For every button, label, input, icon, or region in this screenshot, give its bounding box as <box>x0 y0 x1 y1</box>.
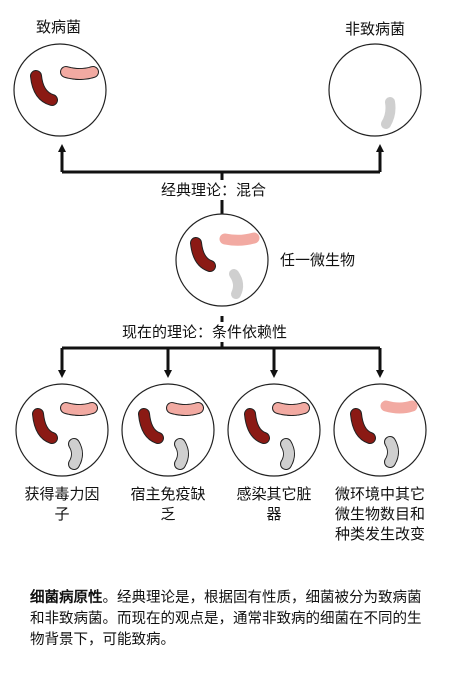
classical-theory-label: 经典理论：混合 <box>157 180 271 200</box>
any-microbe-label: 任一微生物 <box>280 251 356 269</box>
pathogen-label: 致病菌 <box>36 18 82 36</box>
condition-circle-4 <box>333 383 427 477</box>
any-microbe-circle <box>175 213 269 307</box>
factor-label-microenvironment: 微环境中其它微生物数目和种类发生改变 <box>335 485 426 543</box>
commensal-bacterium <box>381 97 396 129</box>
figure-caption: 细菌病原性。经典理论是，根据固有性质，细菌被分为致病菌和非致病菌。而现在的观点是… <box>30 588 430 651</box>
modern-theory-bracket <box>58 316 384 378</box>
modern-theory-label: 现在的理论：条件依赖性 <box>118 322 292 342</box>
factor-label-virulence: 获得毒力因子 <box>24 485 100 523</box>
condition-circle-3 <box>227 383 321 477</box>
latent-bacterium <box>61 67 98 79</box>
factor-label-immunity: 宿主免疫缺乏 <box>130 485 206 523</box>
pathogen-circle <box>13 43 107 137</box>
nonpathogen-label: 非致病菌 <box>345 20 406 38</box>
condition-circle-1 <box>15 383 109 477</box>
factor-label-other-organ: 感染其它脏器 <box>236 485 312 523</box>
caption-bold-title: 细菌病原性 <box>30 590 103 606</box>
pathogen-bacterium <box>31 71 57 105</box>
nonpathogen-circle <box>328 43 422 137</box>
condition-circle-2 <box>121 383 215 477</box>
caption-text: 。经典理论是，根据固有性质，细菌被分为致病菌和非致病菌。而现在的观点是，通常非致… <box>30 590 422 648</box>
